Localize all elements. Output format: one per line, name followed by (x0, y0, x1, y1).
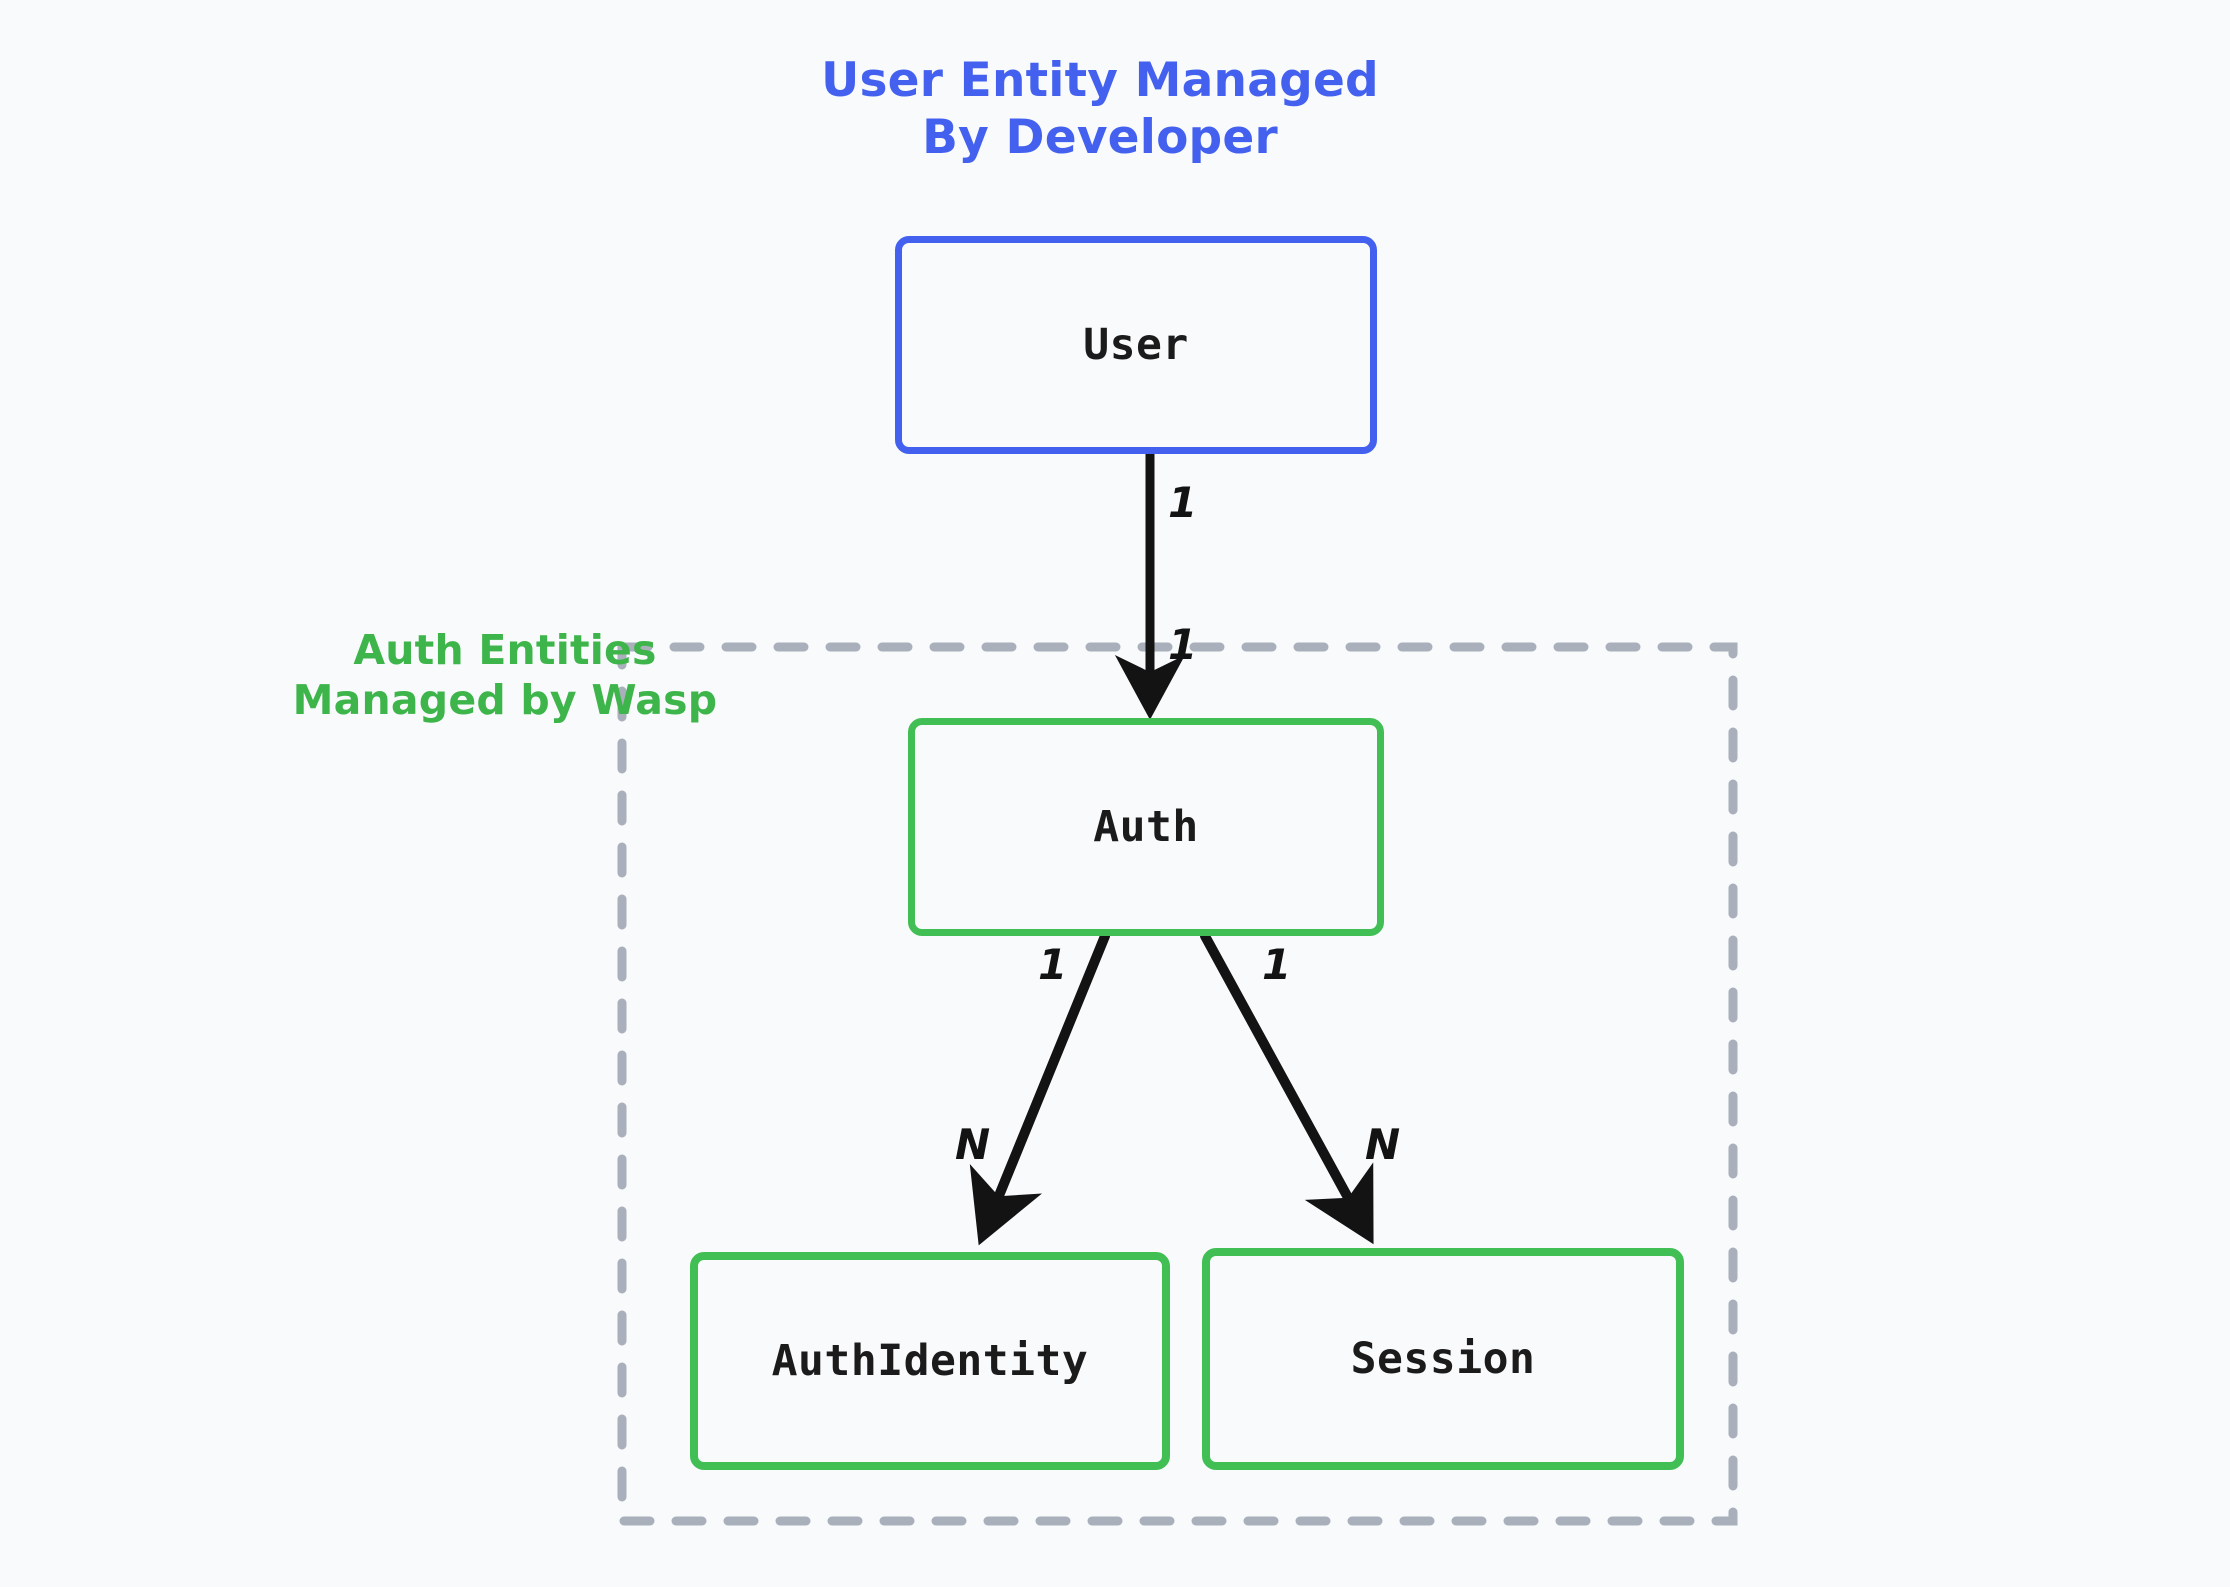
entity-node-auth-label: Auth (1093, 802, 1199, 852)
developer-group-label: User Entity Managed By Developer (821, 53, 1379, 166)
cardinality-user-to-auth-target: 1 (1168, 620, 1198, 669)
cardinality-user-to-auth-source: 1 (1168, 478, 1198, 527)
edge-auth-to-session (1200, 931, 1374, 1245)
auth-entities-group-border (617, 642, 1738, 1526)
cardinality-auth-to-authidentity-source: 1 (1038, 940, 1068, 989)
entity-node-authidentity[interactable]: AuthIdentity (690, 1252, 1170, 1470)
wasp-group-label: Auth Entities Managed by Wasp (292, 626, 718, 725)
entity-node-auth[interactable]: Auth (908, 718, 1384, 936)
cardinality-auth-to-session-target: N (1365, 1120, 1401, 1169)
entity-node-user[interactable]: User (895, 236, 1377, 454)
entity-node-user-label: User (1083, 320, 1189, 370)
edge-auth-to-authidentity (969, 931, 1110, 1246)
entity-node-session-label: Session (1350, 1334, 1536, 1384)
entity-node-authidentity-label: AuthIdentity (771, 1336, 1089, 1386)
cardinality-auth-to-authidentity-target: N (955, 1120, 991, 1169)
entity-node-session[interactable]: Session (1202, 1248, 1684, 1470)
cardinality-auth-to-session-source: 1 (1262, 940, 1292, 989)
